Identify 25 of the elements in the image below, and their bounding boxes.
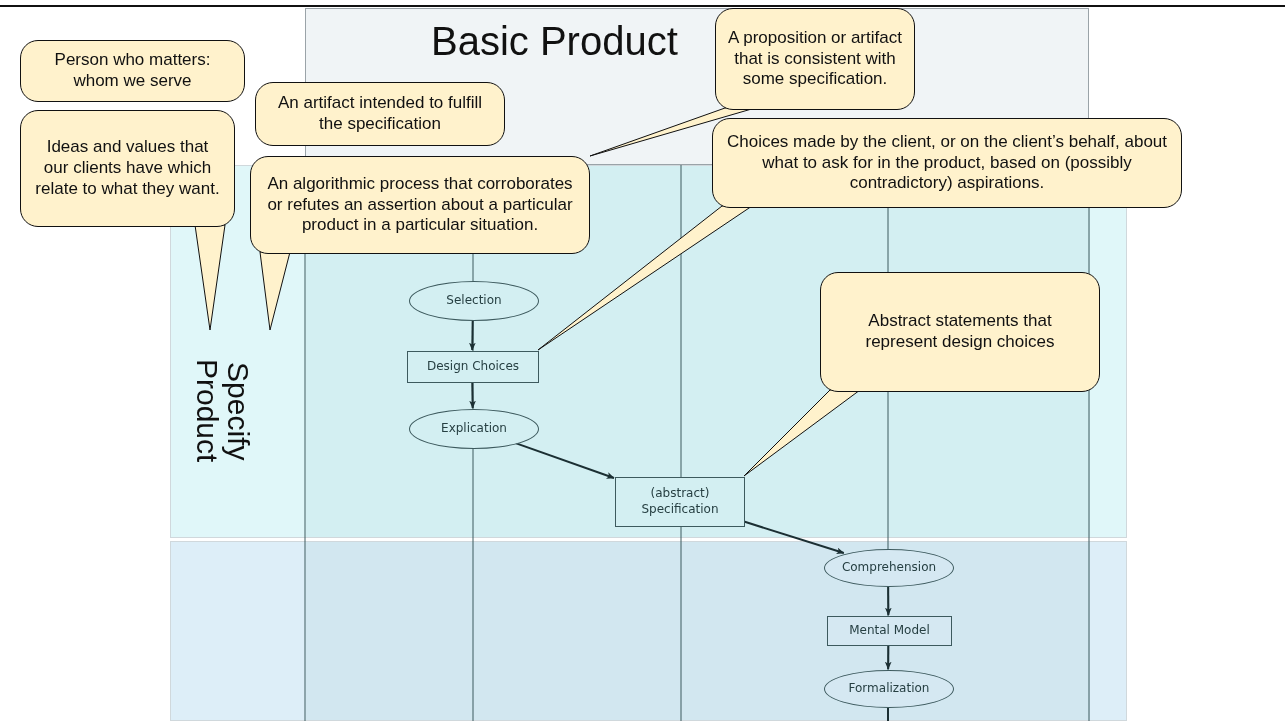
callout-bubble: A proposition or artifact that is consistent with some specification. bbox=[715, 8, 915, 110]
process-ellipse: Selection bbox=[409, 281, 539, 321]
lane-label: Specify Product bbox=[191, 358, 254, 465]
process-box: Design Choices bbox=[407, 351, 539, 383]
arrow bbox=[514, 442, 615, 479]
process-ellipse: Formalization bbox=[824, 670, 954, 708]
callout-bubble: An algorithmic process that corroborates or refutes an assertion about a particular product in a particular situation. bbox=[250, 156, 590, 254]
diagram-title: Basic Product bbox=[431, 19, 678, 64]
callout-pointer bbox=[259, 251, 291, 331]
callout-pointer bbox=[194, 224, 226, 331]
callout-bubble: Choices made by the client, or on the client’s behalf, about what to ask for in the product, based on (possibly contradictory) aspirations. bbox=[712, 118, 1182, 208]
callout-bubble: Person who matters: whom we serve bbox=[20, 40, 245, 102]
arrow bbox=[885, 585, 892, 616]
arrow bbox=[743, 520, 845, 555]
arrow bbox=[884, 644, 892, 670]
process-ellipse: Explication bbox=[409, 409, 539, 449]
process-ellipse: Comprehension bbox=[824, 549, 954, 587]
process-box: (abstract) Specification bbox=[615, 477, 745, 527]
swimlane bbox=[170, 541, 1127, 721]
arrow bbox=[469, 319, 476, 351]
arrow bbox=[469, 381, 476, 409]
callout-bubble: Ideas and values that our clients have which relate to what they want. bbox=[20, 110, 235, 227]
callout-pointer bbox=[743, 389, 861, 477]
process-box: Mental Model bbox=[827, 616, 952, 646]
callout-bubble: An artifact intended to fulfill the specification bbox=[255, 82, 505, 146]
